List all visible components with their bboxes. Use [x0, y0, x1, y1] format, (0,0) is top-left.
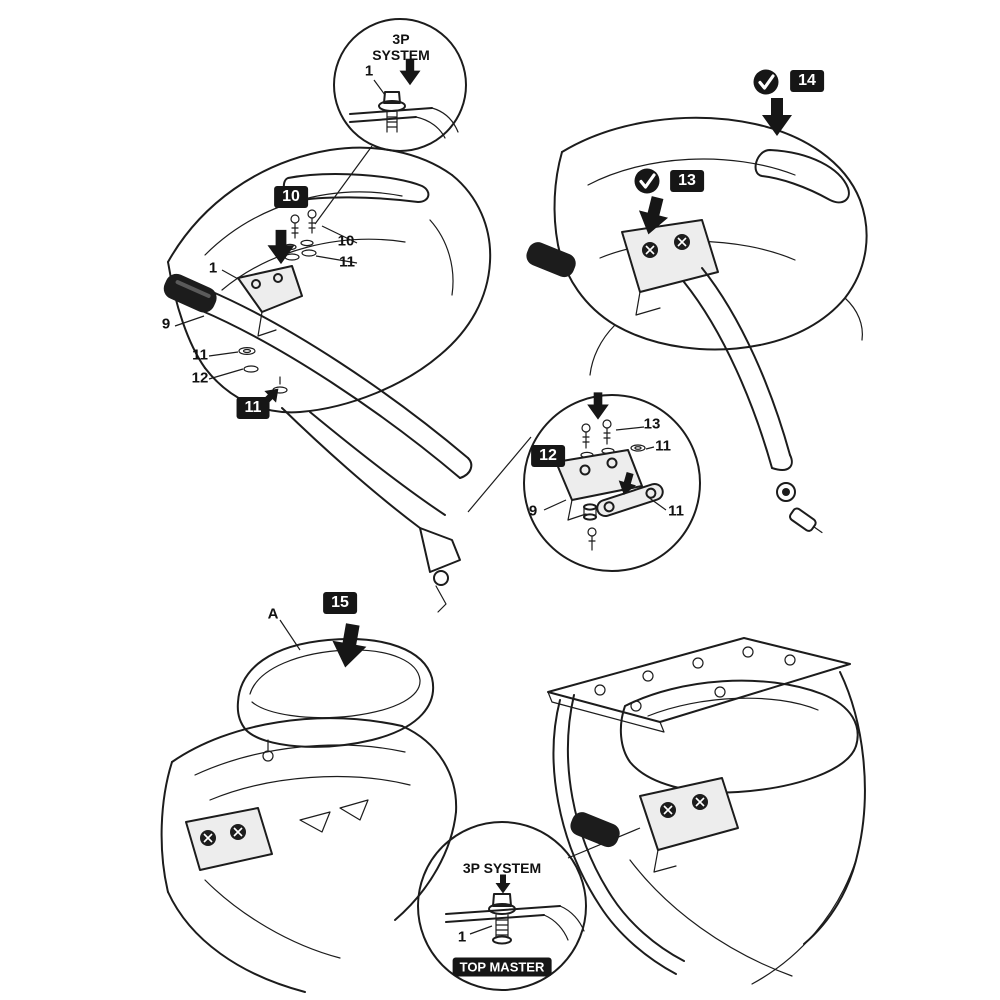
link-arm-part-11: [596, 482, 664, 518]
check-icon: [753, 69, 779, 95]
subframe-lines: [281, 407, 461, 613]
detail-callout-bottom: [417, 821, 641, 991]
callout-3p-system-top: [333, 18, 467, 152]
callout-title-line2: SYSTEM: [372, 47, 430, 63]
callout-3p-system-title: 3P SYSTEM: [372, 31, 430, 63]
part-label-13-mid: 13: [643, 415, 661, 433]
step-badge-13: 13: [670, 170, 704, 192]
callout-title-line1: 3P: [392, 30, 410, 47]
top-master-badge: TOP MASTER: [452, 957, 552, 977]
part-label-1: 1: [208, 259, 218, 277]
part-label-10: 10: [337, 232, 355, 250]
part-label-11-mid: 11: [655, 437, 671, 455]
check-icon: [634, 168, 660, 194]
part-label-1-bottom-callout: 1: [457, 928, 467, 946]
bar-end-grip: [163, 273, 217, 313]
leader-lines-top-left: [174, 145, 373, 380]
step-badge-11: 11: [236, 397, 270, 419]
bar-end-grip: [570, 812, 620, 848]
motorcycle-rear-bottom-right: [547, 637, 866, 985]
arrow-down-icon: [328, 621, 370, 671]
backrest-pad-part-A: [236, 638, 435, 762]
fitting-bar-part-9: [199, 289, 473, 479]
part-label-11b-mid: 11: [668, 502, 684, 520]
bracket-part-1: [237, 265, 303, 337]
motorcycle-rear-bottom-left: [160, 619, 458, 993]
frame-tubes: [552, 671, 866, 975]
step-badge-14: 14: [790, 70, 824, 92]
part-label-1-callout: 1: [364, 62, 374, 80]
bracket-part-13: [621, 219, 719, 316]
detail-callout-middle: [467, 392, 701, 572]
arrow-down-icon: [762, 98, 792, 136]
motorcycle-rear-top-left: [163, 145, 492, 613]
part-label-11: 11: [339, 253, 355, 271]
part-label-11b: 11: [192, 346, 208, 364]
callout-3p-system-title-bottom: 3P SYSTEM: [462, 859, 542, 876]
washers-part-11-12: [238, 347, 288, 394]
part-label-9: 9: [161, 315, 171, 333]
step-badge-15: 15: [323, 592, 357, 614]
motorcycle-rear-top-right: [526, 116, 868, 534]
side-stay-arm: [683, 267, 823, 534]
part-label-9-mid: 9: [528, 502, 538, 520]
bar-end-grip: [526, 242, 576, 278]
part-label-A: A: [267, 605, 279, 623]
step-badge-10: 10: [274, 186, 308, 208]
mounting-bracket: [639, 777, 739, 873]
arrow-down-icon: [587, 392, 609, 420]
leader-lines-middle: [543, 426, 667, 511]
step-badge-12: 12: [531, 445, 565, 467]
mounting-bracket: [185, 807, 273, 871]
arrow-down-icon: [495, 874, 511, 894]
part-label-12: 12: [191, 369, 209, 387]
top-master-plate: [547, 637, 851, 733]
